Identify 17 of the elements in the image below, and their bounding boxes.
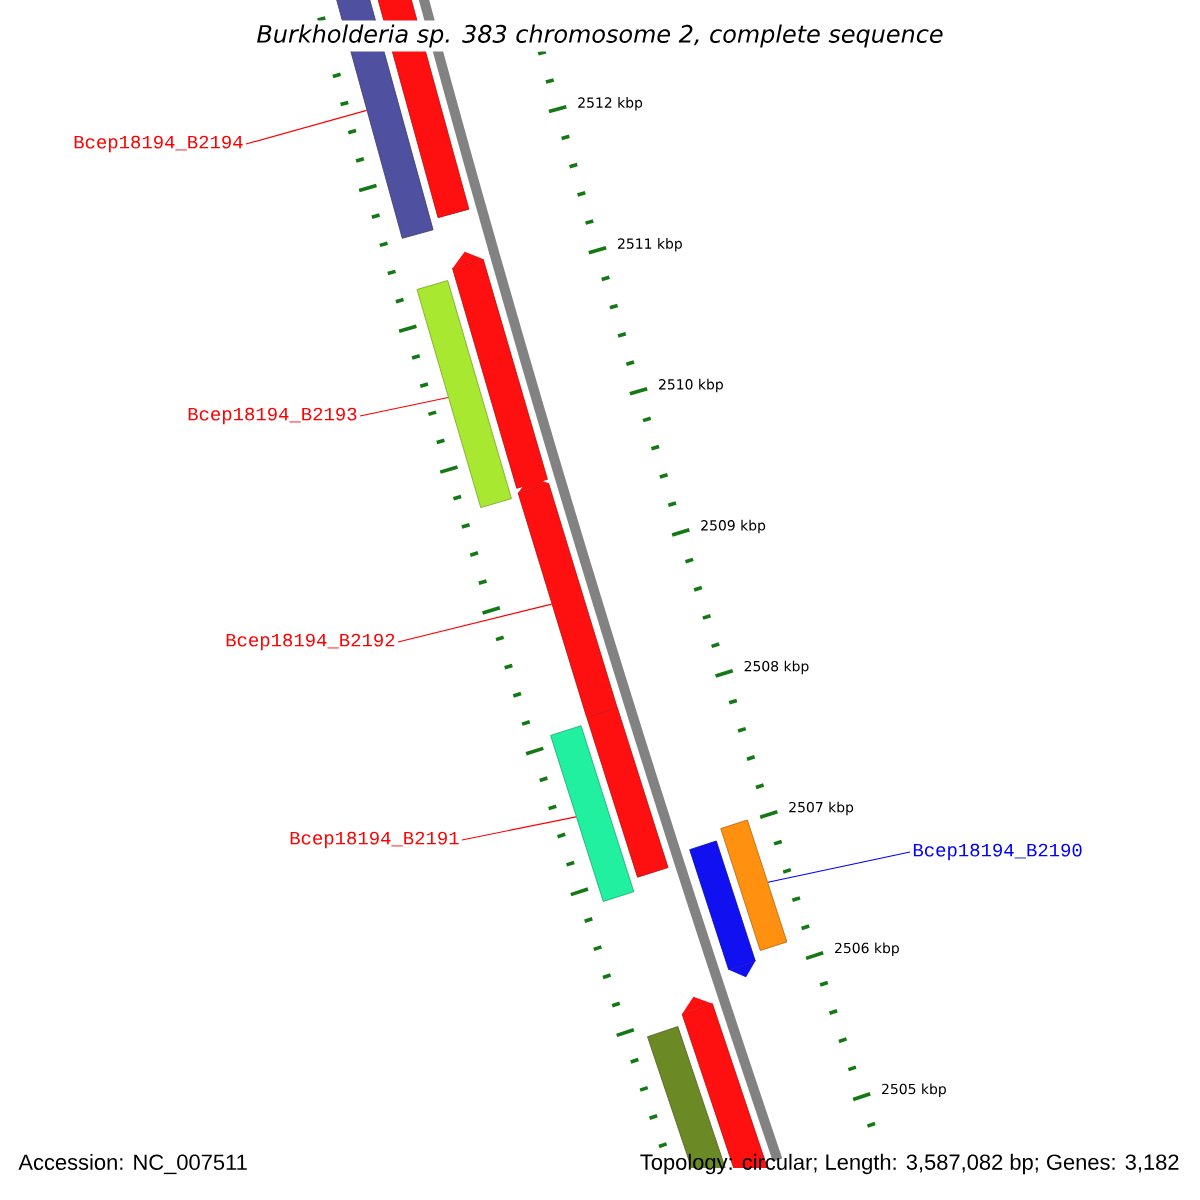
- gene-feature: [452, 251, 548, 489]
- leader-line: [767, 851, 911, 883]
- leader-line: [359, 396, 449, 417]
- title: Burkholderia sp. 383 chromosome 2, complete sequence: [244, 20, 956, 52]
- gene-feature: [416, 280, 512, 508]
- leader-line: [397, 603, 553, 643]
- gene-feature: [689, 840, 756, 978]
- gene-feature: [517, 476, 618, 718]
- gene-label: Bcep18194_B2193: [188, 407, 357, 425]
- gene-label: Bcep18194_B2194: [74, 135, 243, 153]
- leader-line: [461, 816, 577, 841]
- gene-label: Bcep18194_B2192: [226, 633, 395, 651]
- gene-label: Bcep18194_B2191: [290, 831, 459, 849]
- gene-feature: [550, 725, 635, 902]
- footer-text: Accession: NC_007511: [18, 1153, 247, 1175]
- gene-label: Bcep18194_B2190: [913, 843, 1082, 861]
- gene-feature: [720, 819, 788, 951]
